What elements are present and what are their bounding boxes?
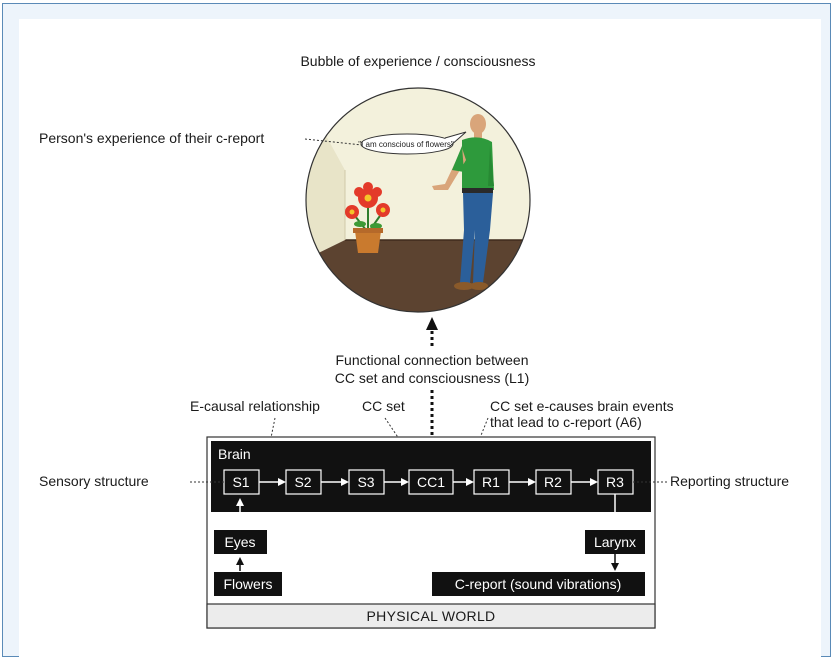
consciousness-bubble: "I am conscious of flowers" [305,87,531,313]
node-r2: R2 [544,474,562,490]
scene-illustration: "I am conscious of flowers" [306,88,530,312]
c-report-label: C-report (sound vibrations) [455,576,622,592]
flowers-box [214,572,282,596]
physical-world-strip [206,603,656,629]
node-cc1: CC1 [417,474,445,490]
node-r1: R1 [482,474,500,490]
sensory-structure-label: Sensory structure [39,473,149,489]
speech-bubble: "I am conscious of flowers" [358,131,467,155]
c-report-box [432,572,645,596]
physical-world-label: PHYSICAL WORLD [367,608,496,624]
functional-connection-line1: Functional connection between [335,352,528,368]
flower-head-large [354,182,382,208]
reporting-structure-label: Reporting structure [670,473,789,489]
person-experience-label: Person's experience of their c-report [39,130,264,146]
cc-set-label: CC set [362,398,405,414]
person-experience-leader [304,138,363,146]
node-s1: S1 [232,474,249,490]
larynx-box [585,530,645,554]
node-r1-box [473,469,510,495]
node-s2: S2 [294,474,311,490]
cc-causes-line2: that lead to c-report (A6) [490,414,642,430]
node-s2-box [285,469,322,495]
flower-pot-illustration [345,182,390,253]
speech-text: "I am conscious of flowers" [358,140,454,149]
eyes-label: Eyes [224,534,255,550]
brain-label: Brain [218,446,251,462]
larynx-label: Larynx [594,534,636,550]
eyes-box [214,530,267,554]
functional-connection-line2: CC set and consciousness (L1) [335,370,530,386]
brain-nodes: S1 S2 S3 CC1 R1 R2 R3 [223,469,634,495]
bubble-title: Bubble of experience / consciousness [300,53,535,69]
node-s3-box [348,469,385,495]
node-s3: S3 [357,474,374,490]
functional-arrow-up-head [426,317,438,330]
person-illustration [432,114,494,290]
cc-causes-line1: CC set e-causes brain events [490,398,674,414]
flowers-label: Flowers [223,576,272,592]
e-causal-label: E-causal relationship [190,398,320,414]
node-r3: R3 [606,474,624,490]
